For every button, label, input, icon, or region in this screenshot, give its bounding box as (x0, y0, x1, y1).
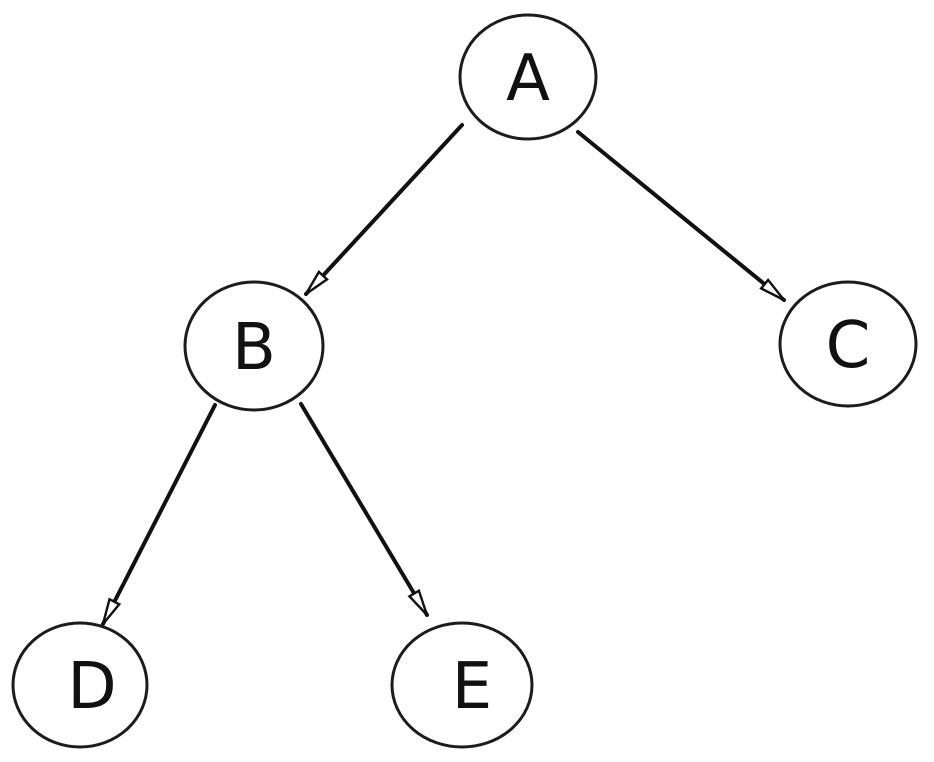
node-B-circle (183, 280, 325, 412)
node-D-label: D (67, 650, 116, 724)
node-B-label: B (232, 311, 276, 385)
node-C: C (778, 280, 918, 408)
edge-B-E (299, 402, 429, 617)
node-C-label: C (826, 309, 871, 383)
node-C-circle (778, 280, 918, 408)
node-A: A (458, 13, 598, 141)
node-E-label: E (452, 650, 492, 724)
edge-B-D (101, 403, 217, 626)
node-A-label: A (506, 42, 550, 116)
edge-A-B (304, 123, 464, 296)
node-B: B (183, 280, 325, 412)
node-A-circle (458, 13, 598, 141)
node-D: D (11, 621, 149, 749)
edges-group (101, 123, 786, 626)
node-D-circle (11, 621, 149, 749)
node-E: E (390, 621, 534, 749)
node-E-circle (390, 621, 534, 749)
edge-A-C (576, 130, 786, 302)
